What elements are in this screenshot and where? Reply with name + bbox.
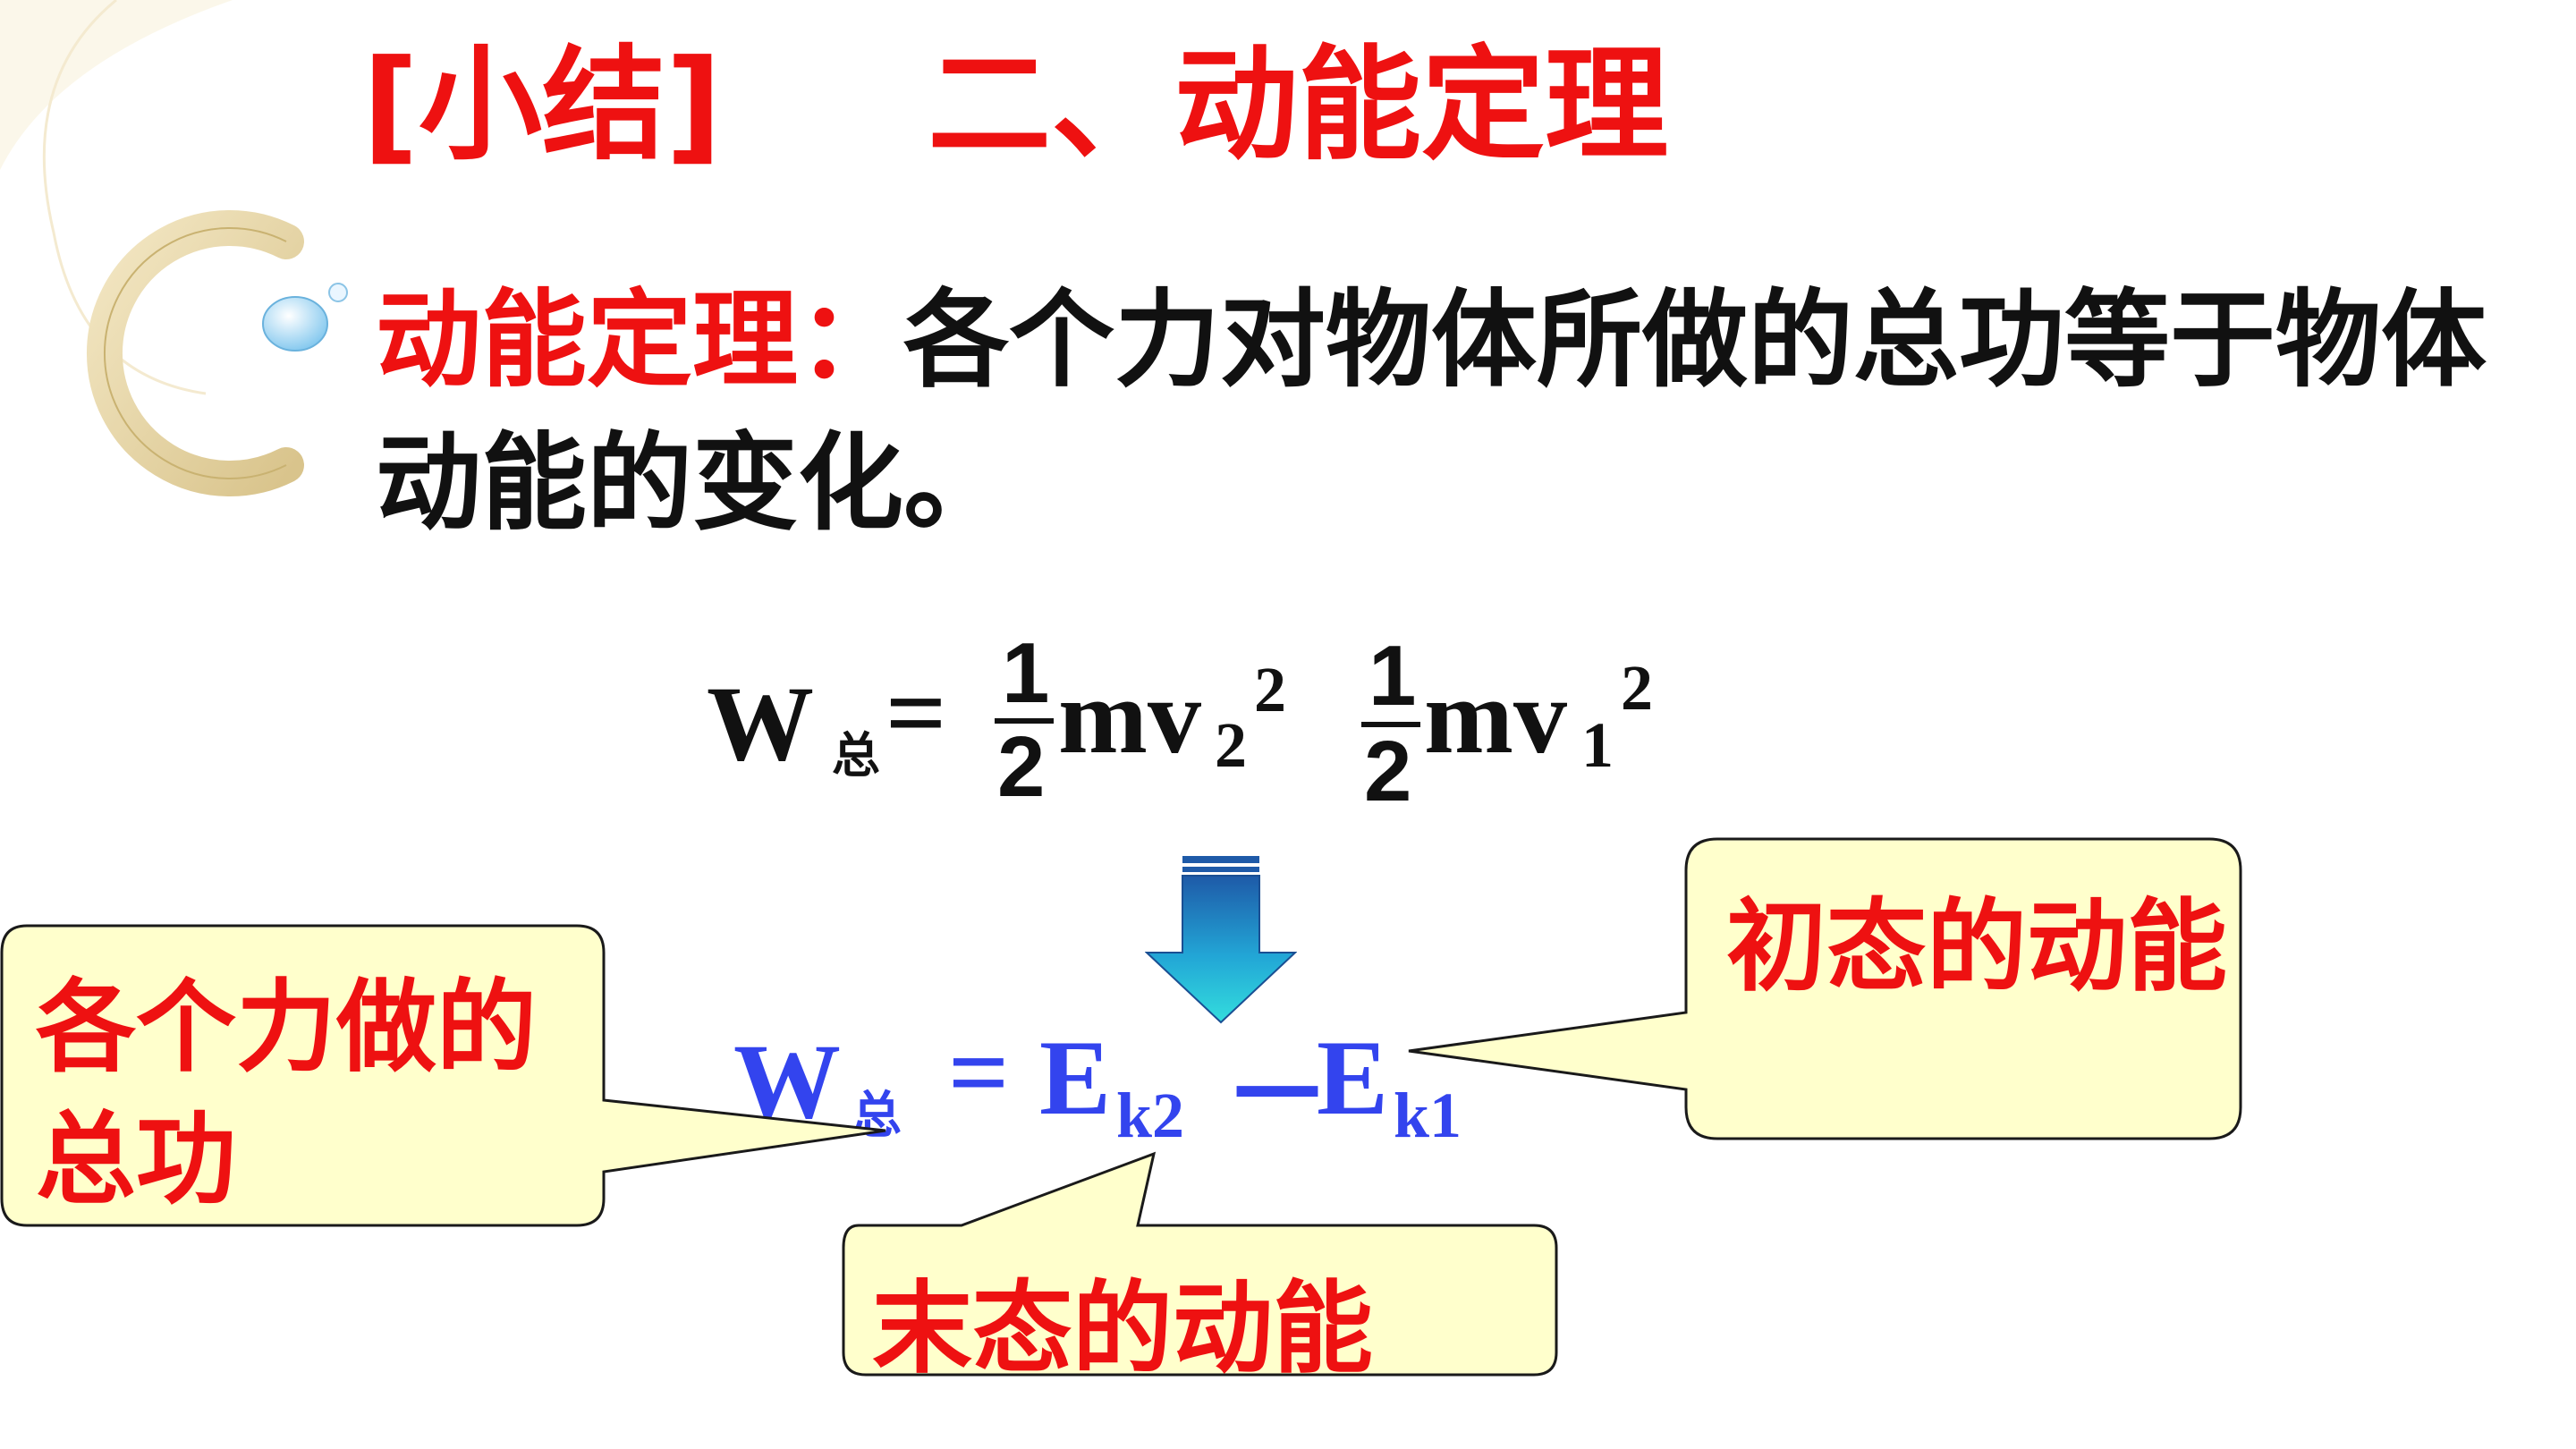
- formula-top-frac2-den: 2: [1364, 724, 1412, 819]
- formula-top-frac2-bar: [1361, 722, 1420, 727]
- callout-initial-ke-bubble: [1408, 837, 2242, 1140]
- formula-top-term2-sup: 2: [1621, 652, 1653, 724]
- theorem-statement: 动能定理：各个力对物体所做的总功等于物体动能的变化。: [376, 268, 2540, 555]
- callout-total-work-text: 各个力做的总功: [36, 969, 537, 1218]
- formula-top-w: W: [707, 664, 814, 783]
- formula-top-term1-sub: 2: [1215, 709, 1247, 781]
- formula-top-term2: mv: [1424, 657, 1567, 775]
- formula-top-frac1-den: 2: [997, 719, 1046, 815]
- formula-bottom-e2-sub: k1: [1394, 1080, 1462, 1151]
- theorem-term: 动能定理：: [376, 278, 904, 402]
- theorem-text: 各个力对物体所做的总功等于物体动能的变化。: [376, 278, 2487, 545]
- callout-final-ke-text: 末态的动能: [872, 1270, 1373, 1387]
- down-arrow-icon: [1145, 856, 1297, 1024]
- formula-top-term1: mv: [1058, 657, 1201, 775]
- title-bracket: [小结]: [362, 33, 723, 177]
- formula-top-w-sub: 总: [832, 727, 880, 784]
- formula-top-frac2-num: 1: [1368, 628, 1417, 724]
- formula-bottom-e1-sub: k2: [1116, 1080, 1185, 1151]
- slide-title: [小结] 二、动能定理: [362, 25, 2419, 186]
- decorative-ring-graphic: [0, 0, 348, 496]
- formula-bottom-e1: E: [1039, 1018, 1112, 1137]
- formula-top-frac1-num: 1: [1002, 625, 1050, 721]
- formula-work-energy-expanded: W 总 = 1 2 mv 2 2 1 2 mv 1 2: [707, 626, 1780, 823]
- callout-initial-ke-text: 初态的动能: [1726, 888, 2227, 1005]
- formula-top-term1-sup: 2: [1254, 654, 1286, 725]
- formula-bottom-e2: E: [1317, 1018, 1389, 1137]
- callout-total-work-bubble: [0, 924, 886, 1227]
- formula-top-frac1-bar: [995, 718, 1054, 724]
- formula-bottom-eq: =: [948, 1013, 1010, 1131]
- bubble-small-icon: [328, 283, 348, 302]
- title-chapter: 二、动能定理: [928, 33, 1669, 177]
- formula-bottom-minus: －: [1224, 1036, 1331, 1155]
- formula-top-eq: =: [886, 653, 947, 772]
- formula-top-term2-sub: 1: [1581, 709, 1614, 781]
- bubble-large-icon: [262, 296, 328, 352]
- callout-final-ke-bubble: [842, 1151, 1558, 1377]
